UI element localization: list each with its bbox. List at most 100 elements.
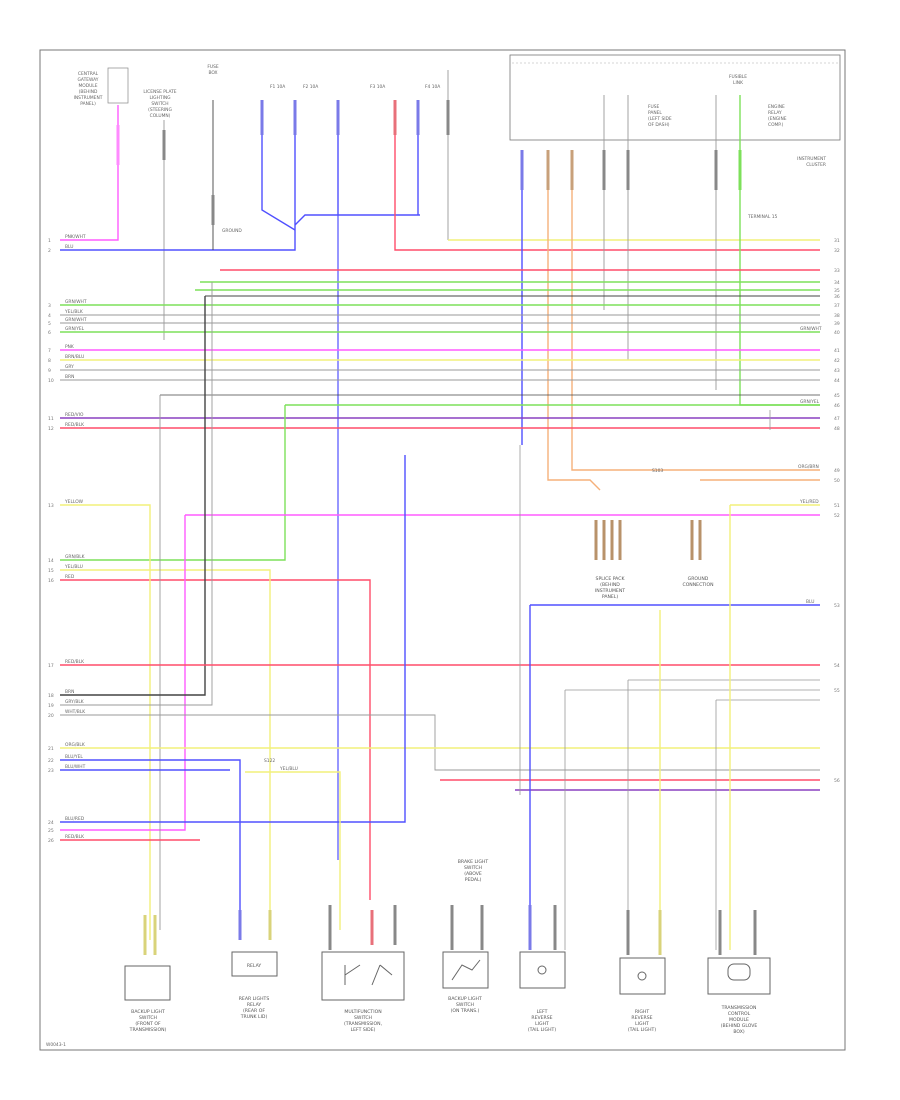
right-pin-39: 39	[834, 321, 840, 327]
wire-pink-mid-down	[60, 515, 186, 831]
svg-text:TRANSMISSION: TRANSMISSION	[721, 1005, 757, 1011]
right-pin-41: 41	[834, 348, 840, 354]
wire-label-pink-top: PNK/WHT	[65, 234, 86, 240]
wire-yellow-mid	[60, 569, 271, 930]
connector-fuse-5	[416, 100, 420, 135]
right-reverse-light-label: RIGHT REVERSE LIGHT (TAIL LIGHT)	[628, 1009, 656, 1033]
instrument-cluster-label: INSTRUMENT CLUSTER	[797, 156, 826, 168]
wire-label-brn: BRN/BLU	[65, 354, 84, 360]
wire-orange-ic1	[547, 150, 601, 491]
connector-rl-2	[268, 910, 272, 940]
svg-text:F2 10A: F2 10A	[303, 84, 318, 90]
left-pin-18: 18	[48, 693, 54, 699]
wire-orange-ic2	[571, 150, 820, 471]
svg-text:GATEWAY: GATEWAY	[78, 77, 99, 83]
left-pin-22: 22	[48, 758, 54, 764]
connector-bl-2	[153, 915, 157, 955]
transmission-control-module-box	[707, 957, 771, 995]
wire-gray-left-v2	[60, 282, 213, 706]
svg-text:F4 10A: F4 10A	[425, 84, 440, 90]
left-pin-17: 17	[48, 663, 54, 669]
svg-text:MULTIFUNCTION: MULTIFUNCTION	[344, 1009, 381, 1015]
right-pin-48: 48	[834, 426, 840, 432]
multifunction-switch-box	[321, 951, 405, 1001]
svg-text:BOX: BOX	[208, 70, 217, 76]
svg-text:F3 10A: F3 10A	[370, 84, 385, 90]
wire-label-yel-right: YEL/RED	[799, 499, 819, 505]
right-pin-43: 43	[834, 368, 840, 374]
wire-label-blu-low2: BLU/WHT	[65, 764, 86, 770]
svg-text:GROUND: GROUND	[688, 576, 709, 582]
connector-mf-3	[393, 905, 397, 945]
fuse-box-label: FUSE BOX	[207, 64, 219, 76]
right-pin-34: 34	[834, 280, 840, 286]
svg-text:REVERSE: REVERSE	[531, 1015, 552, 1021]
left-pin-23: 23	[48, 768, 54, 774]
connector-mf-1	[328, 905, 332, 950]
left-pin-6: 6	[48, 330, 51, 336]
wire-label-grn-right: GRN/YEL	[800, 399, 820, 405]
connector-ic-4	[602, 150, 606, 190]
left-pin-4: 4	[48, 313, 51, 319]
svg-text:(ABOVE: (ABOVE	[464, 871, 482, 877]
connector-splice-2	[602, 520, 606, 560]
wire-green-mid	[60, 405, 286, 561]
svg-text:ENGINE: ENGINE	[768, 104, 785, 110]
backup-light-switch-label: BACKUP LIGHT SWITCH (FRONT OF TRANSMISSI…	[129, 1009, 167, 1033]
right-pin-32: 32	[834, 248, 840, 254]
svg-text:INSTRUMENT: INSTRUMENT	[74, 95, 103, 101]
svg-text:LIGHT: LIGHT	[535, 1021, 549, 1027]
wire-label-yel-mid2: YEL/BLU	[64, 564, 83, 570]
connector-rr-2	[658, 910, 662, 955]
svg-text:(BEHIND: (BEHIND	[79, 89, 98, 95]
svg-text:PANEL): PANEL)	[80, 101, 96, 107]
wire-label-yel-center: YEL/BLU	[279, 766, 298, 772]
svg-text:(TAIL LIGHT): (TAIL LIGHT)	[528, 1027, 556, 1033]
rear-lights-relay-label: REAR LIGHTS RELAY (REAR OF TRUNK LID)	[239, 996, 270, 1020]
wire-label-grn-3: GRN/YEL	[65, 326, 85, 332]
connector-bs-1	[450, 905, 454, 950]
svg-text:PEDAL): PEDAL)	[465, 877, 482, 883]
connector-splice-3	[610, 520, 614, 560]
wire-gray-mid2	[60, 714, 820, 771]
connector-top-2	[162, 130, 166, 160]
left-pin-9: 9	[48, 368, 51, 374]
svg-text:(TRANSMISSION,: (TRANSMISSION,	[344, 1021, 383, 1027]
left-pin-1: 1	[48, 238, 51, 244]
wire-label-grn-wht-right: GRN/WHT	[800, 326, 822, 332]
diagram-frame	[39, 49, 846, 1051]
wire-label-yel-1: YEL/BLK	[64, 309, 83, 315]
terminal-15-label: TERMINAL 15	[747, 214, 778, 220]
wire-blue-fuse-bus	[294, 214, 420, 226]
connector-layer	[116, 100, 757, 955]
right-pin-numbers: 3132333435363738394041424344454647484950…	[834, 238, 840, 784]
right-pin-31: 31	[834, 238, 840, 244]
wire-yellow-center	[245, 771, 341, 930]
svg-text:SPLICE PACK: SPLICE PACK	[596, 576, 626, 582]
svg-text:CONTROL: CONTROL	[728, 1011, 751, 1017]
ground-id-label: GROUND	[222, 228, 242, 234]
connector-top-3	[211, 195, 215, 225]
svg-text:LIGHTING: LIGHTING	[149, 95, 171, 101]
svg-text:TRUNK LID): TRUNK LID)	[240, 1014, 268, 1020]
wire-label-org-low: ORG/BLK	[65, 742, 85, 748]
wire-label-red-blk: RED/BLK	[65, 422, 84, 428]
connector-ic-7	[738, 150, 742, 190]
fusible-link-label: FUSIBLE LINK	[729, 74, 747, 86]
splice-s122-label: S122	[264, 758, 275, 764]
wire-label-blu-top: BLU	[65, 244, 73, 250]
right-pin-49: 49	[834, 468, 840, 474]
right-pin-40: 40	[834, 330, 840, 336]
svg-text:REVERSE: REVERSE	[631, 1015, 652, 1021]
connector-top-1	[116, 125, 120, 165]
connector-fuse-6	[446, 100, 450, 135]
svg-text:(BEHIND: (BEHIND	[600, 582, 620, 588]
splice-s103-label: S103	[652, 468, 663, 474]
connector-ground-1	[690, 520, 694, 560]
svg-text:CONNECTION: CONNECTION	[682, 582, 713, 588]
right-pin-56: 56	[834, 778, 840, 784]
svg-text:PANEL: PANEL	[648, 110, 662, 116]
wire-pink-central	[60, 105, 119, 241]
svg-text:MODULE: MODULE	[729, 1017, 749, 1023]
left-pin-19: 19	[48, 703, 54, 709]
